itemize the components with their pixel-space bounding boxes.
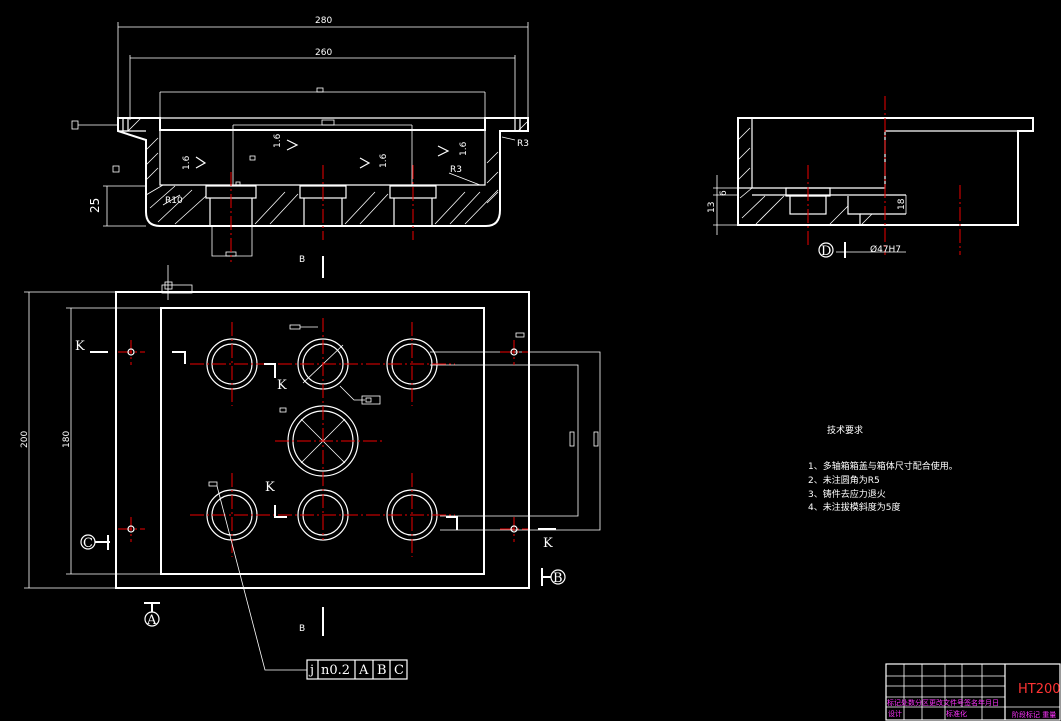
tolerance-datum-b: B (377, 663, 387, 678)
dim-25: 25 (88, 198, 102, 213)
plan-view: 200 180 (20, 265, 601, 671)
section-label-k-3: K (265, 480, 275, 495)
section-label-k-2: K (277, 378, 287, 393)
tech-title: 技术要求 (827, 424, 863, 436)
title-block: HT200 标记处数分区更改文件号签名年月日 设计 标准化 阶段标记 重量 (885, 663, 1061, 721)
tolerance-frame: j n0.2 A B C (306, 659, 408, 680)
dim-6: 6 (719, 190, 729, 196)
radius-r3-inner: R3 (450, 165, 462, 175)
dim-diameter-47h7: Ø47H7 (870, 244, 901, 255)
datum-label-b: B (553, 571, 563, 586)
tolerance-symbol: j (308, 663, 314, 678)
tech-item-4: 4、未注拔模斜度为5度 (808, 501, 900, 513)
dim-13: 13 (707, 202, 717, 213)
title-block-row1: 标记处数分区更改文件号签名年月日 (887, 698, 999, 707)
tech-item-2: 2、未注圆角为R5 (808, 474, 880, 486)
section-label-b-top: B (299, 255, 305, 265)
section-label-k-1: K (75, 339, 85, 354)
datum-label-c: C (83, 536, 93, 551)
tech-item-1: 1、多轴箱箱盖与箱体尺寸配合使用。 (808, 460, 958, 472)
dim-180: 180 (62, 431, 72, 448)
title-block-stage: 阶段标记 重量 (1012, 710, 1056, 719)
dim-280: 280 (315, 16, 332, 26)
datum-label-a: A (146, 613, 157, 628)
roughness-3: 1.6 (379, 153, 389, 168)
radius-r3-outer: R3 (517, 139, 529, 149)
tolerance-value: n0.2 (321, 663, 350, 678)
roughness-4: 1.6 (459, 141, 469, 156)
datum-label-d: D (821, 244, 831, 259)
section-label-b-bottom: B (299, 624, 305, 634)
radius-r10: R10 (165, 196, 183, 206)
dim-200: 200 (20, 431, 30, 448)
title-block-design: 设计 (888, 709, 902, 718)
tolerance-datum-a: A (358, 663, 369, 678)
tolerance-datum-c: C (394, 663, 404, 678)
dim-260: 260 (315, 48, 332, 58)
side-section-view: 13 6 18 Ø47H7 D (707, 96, 1034, 259)
title-block-material: HT200 (1018, 682, 1061, 697)
technical-requirements: 技术要求 1、多轴箱箱盖与箱体尺寸配合使用。 2、未注圆角为R5 3、铸件去应力… (808, 424, 958, 513)
section-label-k-4: K (543, 536, 553, 551)
dim-18: 18 (897, 198, 907, 210)
roughness-1: 1.6 (182, 155, 192, 170)
front-section-view: 280 260 (71, 16, 529, 262)
title-block-standard: 标准化 (946, 709, 967, 718)
tech-item-3: 3、铸件去应力退火 (808, 488, 886, 500)
roughness-2: 1.6 (273, 133, 283, 148)
